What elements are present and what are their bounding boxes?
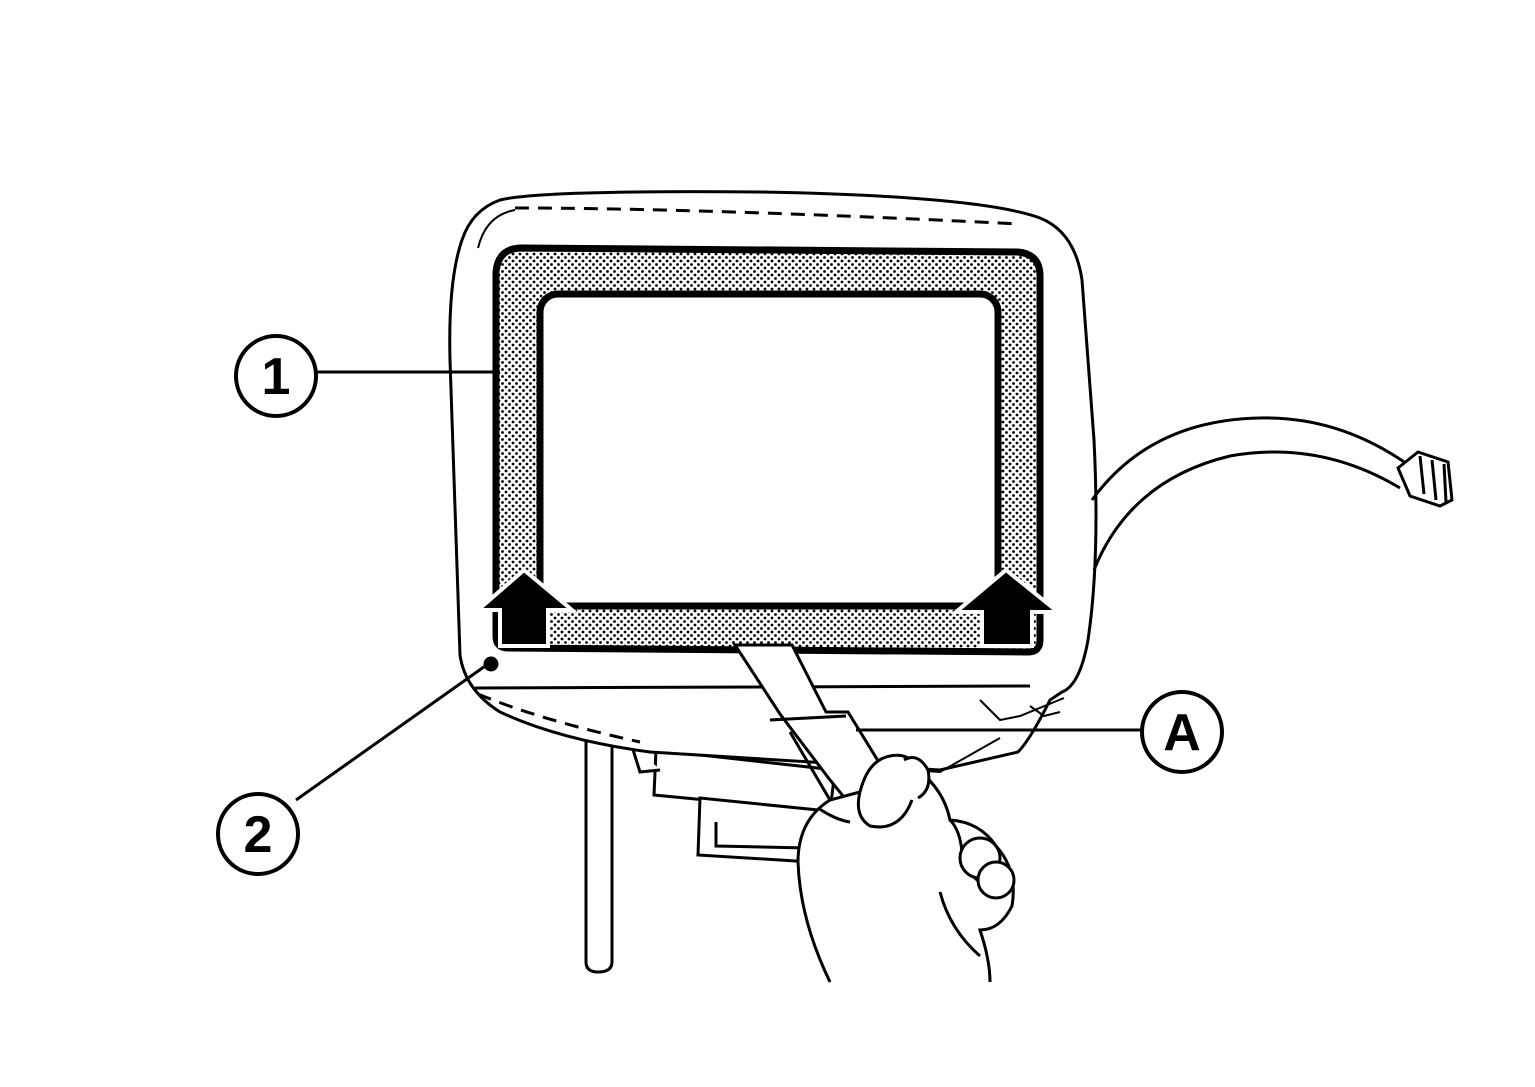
callout-2: 2 [216,792,300,876]
callout-label-A: A [1163,704,1201,762]
callout-A: A [1140,690,1224,774]
monitor-screen [536,290,1002,610]
monitor-display [492,244,1044,656]
mounting-bracket [628,739,837,864]
technician-hand [796,753,1016,983]
wire-harness [1090,416,1454,571]
connector-icon [1396,450,1454,508]
headrest-post [584,738,614,974]
callout-1: 1 [234,334,318,418]
callout-label-2: 2 [244,806,273,864]
lift-arrow-left-icon [472,567,578,648]
leader-lines [295,370,1142,802]
lift-arrow-right-icon [950,567,1064,648]
leader-line-2 [295,662,489,802]
callout-label-1: 1 [262,348,291,406]
